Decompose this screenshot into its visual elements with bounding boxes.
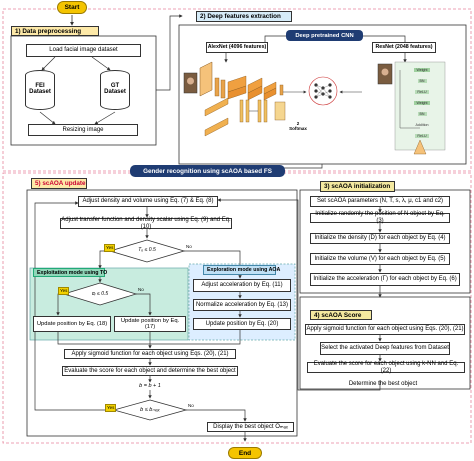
init-step-position: Initialize randomly the position of N ob…: [310, 211, 450, 224]
gender-recognition-header: Gender recognition using scAOA based FS: [130, 165, 285, 177]
cnn-network-icon: [308, 76, 338, 106]
gt-dataset-cylinder: GT Dataset: [100, 70, 130, 110]
no-flag-tf: No: [186, 244, 192, 249]
exploration-header: Exploration mode using AOA: [203, 265, 280, 275]
init-header: 3) scAOA initialization: [320, 181, 395, 192]
yes-flag-r: Yes: [58, 287, 70, 295]
init-step-volume: Initialize the volume (V) for each objec…: [310, 253, 450, 265]
resnet-layer-bn-1: BN: [417, 79, 427, 83]
resnet-layer-bn-2: BN: [417, 112, 427, 116]
fei-dataset-cylinder: FEI Dataset: [25, 70, 55, 110]
update-position-18-step: Update position by Eq. (18): [33, 316, 111, 332]
score-step-sigmoid: Apply sigmoid function for each object u…: [305, 324, 465, 335]
display-best-step: Display the best object Oₘₐₓ: [207, 422, 294, 432]
preprocessing-header: 1) Data preprocessing: [11, 26, 99, 36]
decision-tf: [108, 239, 186, 263]
init-step-acceleration: Initialize the acceleration (Γ) for each…: [310, 273, 460, 286]
deep-features-header: 2) Deep features extraction: [196, 11, 292, 22]
sigmoid-step: Apply sigmoid function for each object u…: [64, 349, 236, 359]
softmax-label: 2 Softmax: [289, 121, 307, 131]
no-flag-b: No: [188, 403, 194, 408]
update-position-17-step: Update position by Eq. (17): [114, 316, 186, 332]
cond-tf-label: Tₒ ≤ 0.5: [138, 247, 156, 253]
transfer-function-step: Adjust transfer function and density sca…: [60, 216, 232, 230]
alexnet-label: AlexNet (4096 features): [206, 42, 268, 53]
gt-dataset-label: GT Dataset: [104, 83, 126, 96]
cnn-header: Deep pretrained CNN: [286, 30, 363, 41]
cond-r-label: αᵣ ≤ 0.5: [91, 291, 109, 297]
evaluate-step: Evaluate the score for each object and d…: [62, 366, 238, 376]
resnet-label: ResNet (2048 features): [372, 42, 436, 53]
fei-dataset-label: FEI Dataset: [29, 83, 51, 96]
yes-flag-tf: Yes: [104, 244, 116, 252]
no-flag-r: No: [138, 287, 144, 292]
exploitation-header: Exploitation mode using TO: [33, 268, 107, 277]
decision-r: [62, 282, 138, 306]
score-step-evaluate: Evaluate the score for each object using…: [307, 361, 465, 374]
bottom-section-frame: [2, 172, 472, 444]
resnet-layer-weight-2: Weight: [414, 101, 430, 105]
yes-flag-b: Yes: [105, 404, 117, 412]
acceleration-step: Adjust acceleration by Eq. (11): [193, 279, 291, 292]
density-volume-step: Adjust density and volume using Eq. (7) …: [78, 196, 218, 207]
score-header: 4) scAOA Score: [310, 310, 372, 320]
score-step-best: Determine the best object: [348, 381, 418, 388]
increment-label: b = b + 1: [139, 383, 161, 389]
resnet-layer-labels: Weight BN ReLU Weight BN Addition ReLU: [404, 68, 440, 138]
init-step-params: Set scAOA parameters (N, T, s, λ, μ, c1 …: [310, 196, 450, 207]
cond-b-label: b ≤ bₘₐₓ: [140, 407, 160, 413]
decision-b: [112, 399, 188, 421]
end-terminal: End: [228, 447, 262, 459]
init-step-density: Initialize the density (D) for each obje…: [310, 233, 450, 244]
start-terminal: Start: [57, 1, 87, 14]
resnet-layer-weight-1: Weight: [414, 68, 430, 72]
update-position-20-step: Update position by Eq. (20): [193, 318, 291, 330]
update-header: 5) scAOA update: [31, 178, 87, 189]
alexnet-diagram: [199, 61, 286, 137]
load-dataset-step: Load facial image dataset: [26, 44, 141, 57]
resnet-layer-relu-1: ReLU: [415, 90, 429, 94]
normalize-acceleration-step: Normalize acceleration by Eq. (13): [193, 299, 291, 311]
score-step-select: Select the activated Deep features from …: [320, 342, 450, 355]
resnet-layer-addition: Addition: [415, 123, 429, 127]
resize-step: Resizing image: [28, 124, 138, 136]
resnet-layer-relu-2: ReLU: [415, 134, 429, 138]
